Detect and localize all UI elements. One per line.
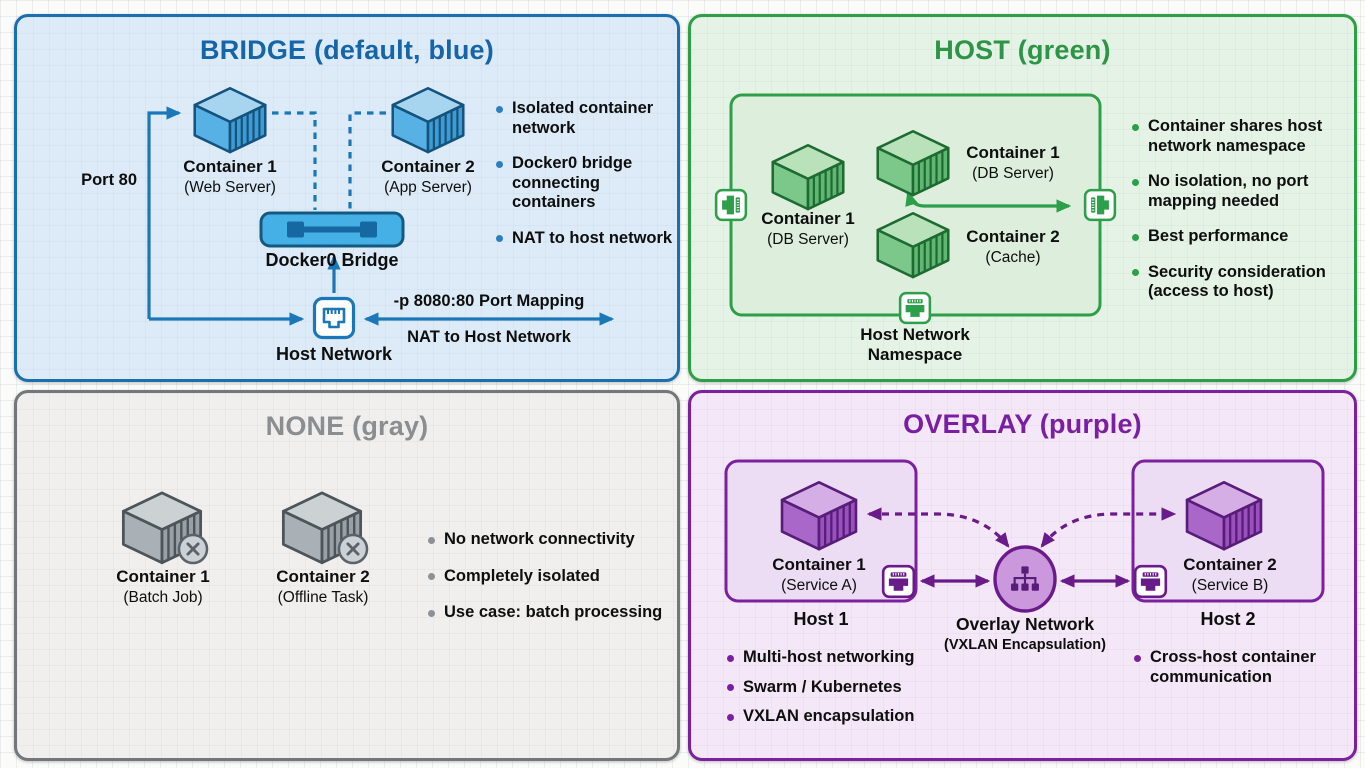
container-to-port-arrow — [905, 190, 1072, 213]
port80-loop-arrow — [147, 106, 182, 319]
none-panel: NONE (gray) Container 1 (Batch Job) Cont… — [14, 390, 680, 761]
host1-port-icon — [882, 565, 915, 598]
host-right-port-icon — [1084, 189, 1116, 221]
bullet-item: Cross-host container communication — [1133, 648, 1333, 687]
docker0-bridge-label: Docker0 Bridge — [265, 250, 399, 270]
bridge-container2-role: (App Server) — [384, 179, 472, 196]
none-container1-role: (Batch Job) — [123, 589, 203, 606]
overlay-panel: OVERLAY (purple) Container 1 (Service A)… — [688, 390, 1357, 761]
host-network-label: Host Network — [275, 344, 393, 364]
host-panel: HOST (green) Container 1 (DB Server) Con… — [688, 14, 1357, 382]
bullet-item: Completely isolated — [427, 567, 677, 587]
host-containerC-name: Container 2 — [966, 227, 1060, 246]
bullet-item: Docker0 bridge connecting containers — [495, 154, 677, 213]
docker0-bridge-icon — [259, 211, 405, 248]
bullet-item: Best performance — [1131, 227, 1349, 247]
nat-label: NAT to Host Network — [407, 328, 571, 346]
no-network-x-icon — [337, 533, 369, 565]
host1-label: Host 1 — [793, 609, 849, 629]
overlay-bullet-list-right: Cross-host container communication — [1133, 648, 1333, 697]
overlay-to-container1-dashed-arrow — [866, 507, 1010, 548]
host-title: HOST (green) — [934, 35, 1111, 65]
none-title: NONE (gray) — [265, 411, 429, 441]
bridge-panel: BRIDGE (default, blue) Container 1 (Web … — [14, 14, 680, 382]
bullet-item: VXLAN encapsulation — [726, 707, 976, 727]
host-containerB-role: (DB Server) — [972, 165, 1054, 182]
bullet-item: No network connectivity — [427, 530, 677, 550]
overlay-network-sublabel: (VXLAN Encapsulation) — [944, 637, 1106, 653]
overlay-to-container2-dashed-arrow — [1040, 507, 1177, 548]
bullet-item: Security consideration (access to host) — [1131, 263, 1349, 302]
bullet-item: NAT to host network — [495, 229, 677, 249]
bullet-item: Use case: batch processing — [427, 603, 677, 623]
container2-cube-icon — [392, 88, 464, 153]
host-containerA-name: Container 1 — [761, 209, 855, 228]
bridge-container2-name: Container 2 — [381, 157, 475, 176]
container2-bridge-dashed-link — [348, 111, 386, 210]
host-containerA-role: (DB Server) — [767, 231, 849, 248]
none-container2-name: Container 2 — [276, 567, 370, 586]
bullet-item: Isolated container network — [495, 99, 677, 138]
host-left-port-icon — [715, 189, 747, 221]
no-network-x-icon — [177, 533, 209, 565]
bullet-item: No isolation, no port mapping needed — [1131, 172, 1349, 211]
bridge-diagram-canvas — [147, 88, 615, 338]
host-diagram-canvas — [715, 93, 1116, 324]
port-mapping-label: -p 8080:80 Port Mapping — [393, 292, 585, 310]
overlay-container1-name: Container 1 — [772, 555, 866, 574]
none-container1-name: Container 1 — [116, 567, 210, 586]
bridge-container1-role: (Web Server) — [184, 179, 276, 196]
none-container2-role: (Offline Task) — [277, 589, 369, 606]
bullet-item: Multi-host networking — [726, 648, 976, 668]
host-bottom-port-icon — [899, 292, 931, 324]
bullet-item: Container shares host network namespace — [1131, 117, 1349, 156]
host-containerC-role: (Cache) — [985, 249, 1041, 266]
bridge-container1-name: Container 1 — [183, 157, 277, 176]
container1-bridge-dashed-link — [272, 111, 317, 210]
overlay-network-label: Overlay Network — [955, 614, 1095, 634]
container1-cube-icon — [194, 88, 266, 153]
bridge-title: BRIDGE (default, blue) — [200, 35, 494, 65]
host-network-port-icon — [314, 298, 354, 338]
overlay-title: OVERLAY (purple) — [903, 409, 1142, 439]
overlay-container2-name: Container 2 — [1183, 555, 1277, 574]
host2-port-icon — [1134, 565, 1167, 598]
overlay-container2-role: (Service B) — [1191, 577, 1269, 594]
host-namespace-label: Host Network Namespace — [860, 325, 970, 364]
overlay-diagram-canvas — [724, 459, 1325, 613]
bullet-item: Swarm / Kubernetes — [726, 678, 976, 698]
host2-label: Host 2 — [1200, 609, 1256, 629]
host-containerB-name: Container 1 — [966, 143, 1060, 162]
overlay-container1-role: (Service A) — [781, 577, 857, 594]
port80-label: Port 80 — [81, 171, 137, 189]
